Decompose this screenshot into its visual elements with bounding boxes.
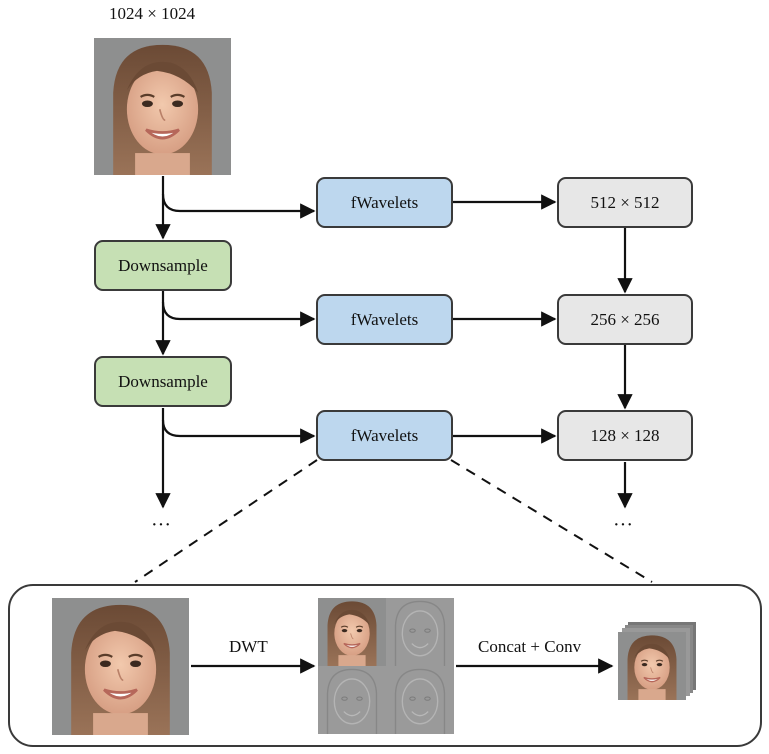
output-label-1: 512 × 512 (590, 192, 660, 212)
output-label-2: 256 × 256 (590, 309, 660, 329)
subband-ll-image (317, 597, 387, 667)
fwavelets-node-1: fWavelets (316, 177, 453, 228)
downsample-label-2: Downsample (118, 371, 208, 391)
fwavelets-node-3: fWavelets (316, 410, 453, 461)
fwavelets-label-3: fWavelets (350, 425, 419, 445)
fwavelets-label-1: fWavelets (350, 192, 419, 212)
input-resolution-label: 1024 × 1024 (109, 4, 196, 23)
dwt-label: DWT (229, 637, 268, 656)
stack-front-face-image (617, 631, 687, 701)
downsample-node-2: Downsample (94, 356, 232, 407)
subband-hh-image (385, 665, 455, 735)
output-feature-stack (617, 622, 696, 701)
arrow-downsample1-to-fwavelets2 (161, 301, 316, 327)
zoom-lines (134, 459, 653, 583)
concat-conv-label: Concat + Conv (478, 637, 582, 656)
output-label-3: 128 × 128 (590, 425, 660, 445)
arrow-downsample2-to-fwavelets3 (161, 419, 316, 444)
subband-lh-image (385, 597, 455, 667)
detail-graphics (8, 584, 762, 747)
zoom-line-left (134, 459, 318, 583)
ellipsis-right: ··· (613, 514, 633, 536)
arrow-input-to-fwavelets1 (161, 193, 316, 219)
zoom-line-right (450, 459, 653, 583)
downsample-label-1: Downsample (118, 255, 208, 275)
connectors (155, 176, 633, 509)
detail-input-face-image (50, 596, 191, 737)
dwt-subbands-image (317, 597, 455, 735)
output-node-1: 512 × 512 (557, 177, 693, 228)
fwavelets-label-2: fWavelets (350, 309, 419, 329)
fwavelets-node-2: fWavelets (316, 294, 453, 345)
ellipsis-left: ··· (151, 514, 171, 536)
subband-hl-image (317, 665, 387, 735)
output-node-3: 128 × 128 (557, 410, 693, 461)
downsample-node-1: Downsample (94, 240, 232, 291)
output-node-2: 256 × 256 (557, 294, 693, 345)
input-face-image (92, 36, 233, 177)
